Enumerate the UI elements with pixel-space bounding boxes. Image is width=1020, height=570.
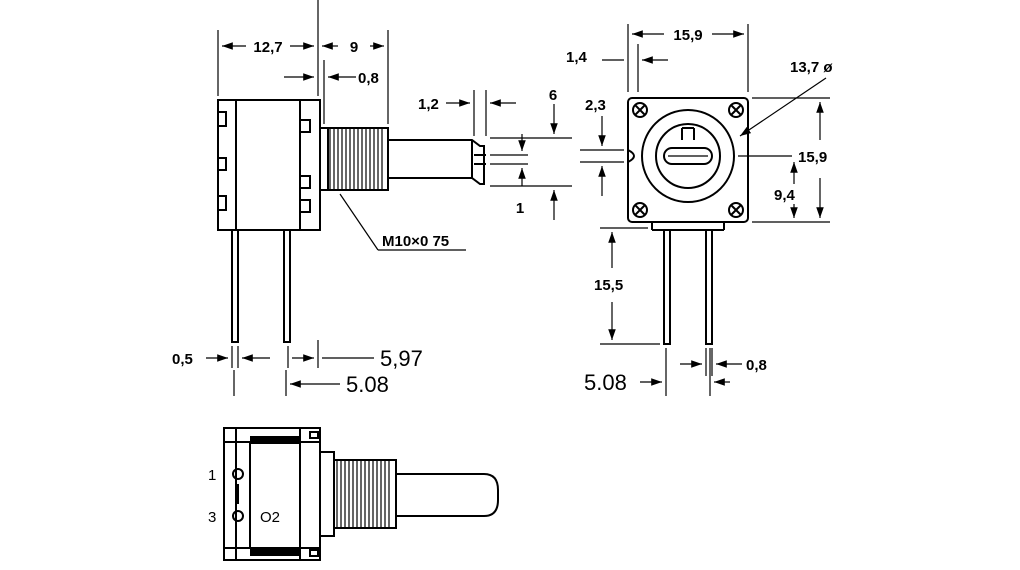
dim-0-8-front-label: 0,8 [746, 357, 767, 374]
dim-2-3: 2,3 [580, 97, 624, 196]
dim-13-7: 13,7 ø [739, 59, 833, 137]
dim-12-7: 12,7 [217, 0, 319, 96]
dim-5-97: 5,97 [287, 340, 423, 371]
pin-1-label: 1 [208, 467, 216, 484]
dim-15-5: 15,5 [594, 227, 660, 345]
dim-5-08-front-label: 5.08 [584, 370, 627, 395]
side-view: 12,7 9 0,8 1,2 6 [172, 0, 572, 397]
bottom-body [223, 427, 321, 561]
dim-13-7-label: 13,7 ø [790, 59, 833, 76]
dim-9-4: 9,4 [774, 162, 798, 218]
dim-9: 9 [322, 30, 389, 124]
dim-1-4: 1,4 [566, 44, 668, 92]
dim-5-08-front: 5.08 [584, 348, 730, 396]
side-shaft [388, 139, 486, 185]
dim-12-7-label: 12,7 [253, 39, 282, 56]
dim-15-5-label: 15,5 [594, 277, 623, 294]
bottom-view: 1 3 O2 [208, 427, 499, 561]
screw-top-right-icon [728, 102, 744, 118]
screw-bottom-right-icon [728, 202, 744, 218]
dim-1-2-label: 1,2 [418, 96, 439, 113]
dim-1-slot-label: 1 [516, 200, 524, 217]
thread-callout: M10×0 75 [339, 193, 466, 251]
pin-3-label: 3 [208, 509, 216, 526]
pin-1-hole [232, 468, 244, 480]
dim-9-label: 9 [350, 39, 358, 56]
side-bushing [319, 127, 389, 191]
dim-15-9-right: 15,9 [738, 97, 830, 223]
dim-6: 6 [490, 87, 572, 220]
dim-0-8-front: 0,8 [680, 348, 767, 376]
screw-bottom-left-icon [632, 202, 648, 218]
screw-top-left-icon [632, 102, 648, 118]
dim-1-2: 1,2 [418, 90, 516, 136]
side-pins [231, 229, 291, 343]
front-pins [663, 229, 713, 345]
dim-0-5-label: 0,5 [172, 351, 193, 368]
dim-2-3-label: 2,3 [585, 97, 606, 114]
pin-3-hole [232, 510, 244, 522]
dim-0-5: 0,5 [172, 346, 270, 368]
dim-9-4-label: 9,4 [774, 187, 796, 204]
bottom-bushing [319, 451, 397, 537]
dim-0-8-side-label: 0,8 [358, 70, 379, 87]
dim-0-8-side: 0,8 [284, 60, 379, 124]
front-body [627, 97, 749, 231]
dim-15-9-right-label: 15,9 [798, 149, 827, 166]
dim-5-08-side: 5.08 [233, 370, 389, 397]
dim-15-9-top: 15,9 [627, 24, 749, 92]
dim-15-9-top-label: 15,9 [673, 27, 702, 44]
side-body [217, 99, 321, 231]
dim-1-4-label: 1,4 [566, 49, 588, 66]
front-view: 15,9 1,4 13,7 ø 2,3 15,9 [566, 24, 833, 396]
bottom-pins: 1 3 O2 [208, 467, 280, 526]
bottom-shaft [396, 473, 499, 517]
dim-1-slot: 1 [490, 134, 528, 217]
pin-2-label: O2 [260, 509, 280, 526]
dim-5-08-side-label: 5.08 [346, 372, 389, 397]
dim-5-97-label: 5,97 [380, 346, 423, 371]
dim-6-label: 6 [549, 87, 557, 104]
thread-label: M10×0 75 [382, 233, 449, 250]
